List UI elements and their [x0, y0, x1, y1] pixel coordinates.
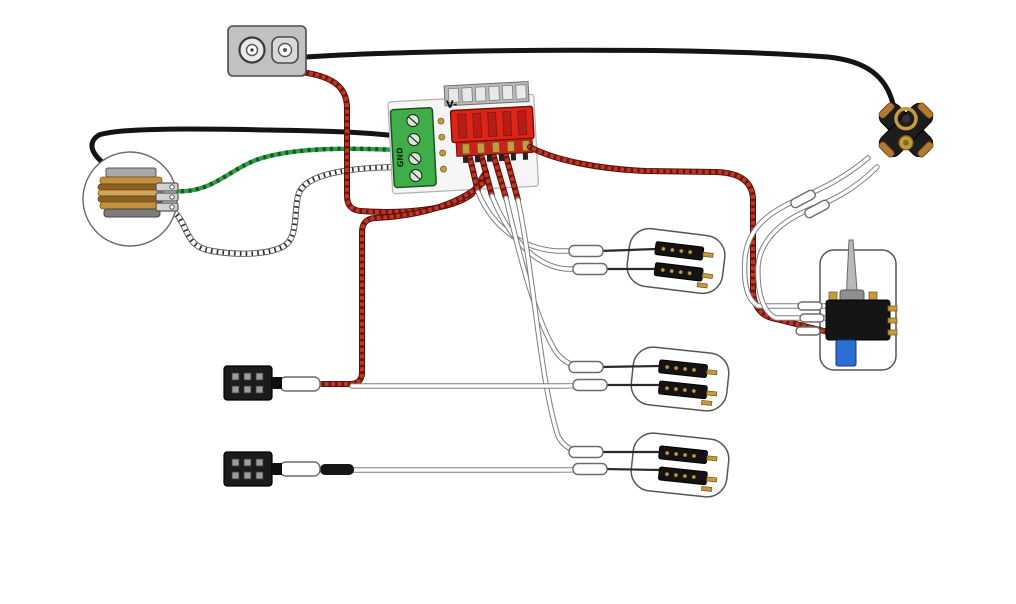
battery-snap-ring	[894, 106, 918, 131]
toggle-switch	[825, 239, 898, 367]
v-minus-label: V-	[446, 99, 458, 111]
pickup-header-b	[223, 451, 282, 487]
wire-header-b-to-group3	[354, 469, 592, 470]
wire-sleeves	[279, 189, 830, 477]
connector-leads	[598, 247, 662, 472]
pot-lugs	[155, 182, 179, 212]
pickup-group-1-outline	[624, 225, 728, 297]
volume-pot	[82, 151, 179, 247]
bus-board: GND V-	[387, 80, 539, 195]
battery-clip	[878, 102, 934, 158]
switch-body	[825, 299, 891, 341]
wire-jack-to-battery	[303, 47, 896, 107]
pickup-group-2-outline	[628, 344, 732, 414]
gnd-label: GND	[395, 147, 405, 168]
pickup-group-3-outline	[628, 430, 732, 500]
wire-board-to-group2	[506, 198, 586, 367]
ground-terminal-block	[389, 106, 437, 189]
wire-header-a-to-group2	[352, 385, 590, 386]
switch-capacitor	[835, 339, 857, 367]
output-jack	[227, 25, 307, 77]
cable-shrink-b	[320, 464, 354, 475]
header-cable-stubs	[269, 380, 291, 472]
wire-board-to-group3	[518, 200, 586, 452]
pickup-header-a	[223, 365, 282, 401]
